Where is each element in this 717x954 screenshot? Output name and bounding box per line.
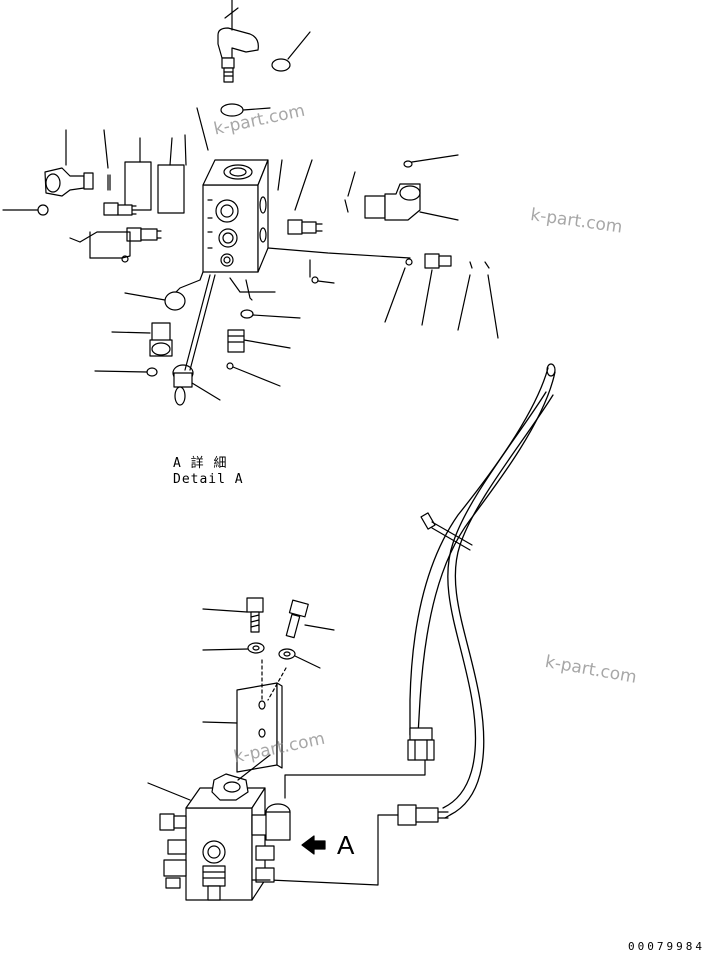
- detail-title-jp: A 詳 細: [173, 456, 228, 471]
- hydraulic-hose-2: [442, 391, 554, 819]
- document-number: 00079984: [628, 940, 705, 953]
- left-elbow-fitting: [44, 129, 94, 197]
- mounting-plate: [236, 659, 287, 773]
- o-ring-top: [271, 58, 291, 72]
- bolt-1: [246, 597, 264, 633]
- elbow-fitting-top: [217, 0, 259, 83]
- bolt-2: [285, 599, 309, 639]
- view-marker-letter: A: [337, 830, 355, 860]
- valve-block-assembled: [147, 754, 291, 901]
- hose-end-fitting-2: [397, 804, 449, 826]
- hose-end-fitting-1: [407, 727, 435, 761]
- valve-block-exploded: [202, 159, 269, 273]
- hose-clamp: [420, 512, 473, 551]
- washer-2: [278, 648, 296, 660]
- right-small-fitting: [287, 219, 323, 235]
- right-elbow-fitting: [364, 183, 459, 221]
- detail-title-en: Detail A: [173, 472, 244, 487]
- grease-fitting: [227, 329, 291, 353]
- hydraulic-hose-1: [409, 363, 556, 736]
- far-right-fitting: [421, 253, 452, 326]
- check-valve-fitting: [172, 364, 221, 406]
- plug-fitting: [111, 322, 173, 357]
- washer-1: [247, 642, 265, 654]
- small-fittings-left: [103, 202, 162, 242]
- arrow-left-icon: [301, 835, 326, 855]
